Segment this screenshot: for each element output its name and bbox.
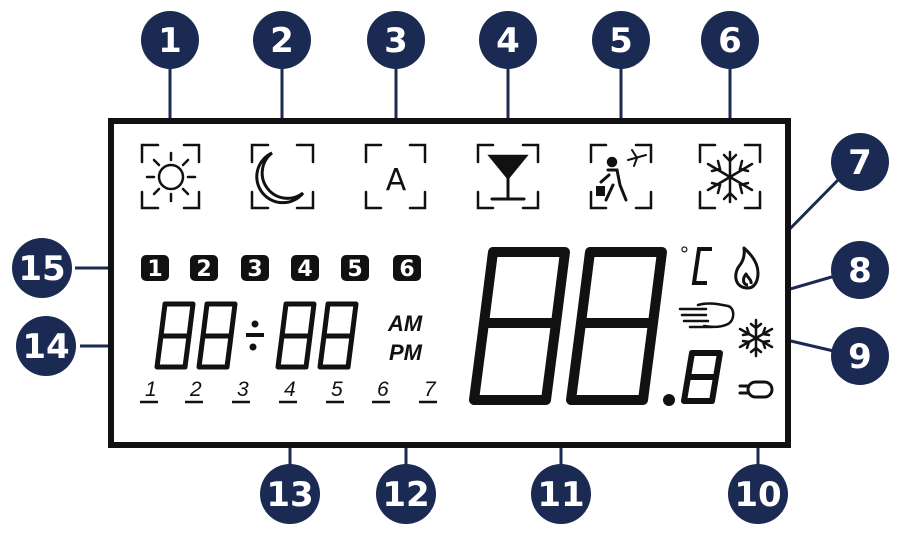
callout-number: 7 <box>848 143 872 183</box>
callout-5: 5 <box>592 11 650 69</box>
program-number: 4 <box>297 257 312 282</box>
callout-number: 4 <box>496 21 520 61</box>
program-box-2: 2 <box>190 255 218 282</box>
callout-number: 1 <box>158 21 182 61</box>
key-lock-icon <box>738 380 774 399</box>
day-number: 3 <box>237 378 249 401</box>
temperature-digit-tenths <box>681 350 723 404</box>
callout-4: 4 <box>479 11 537 69</box>
degree-celsius-indicator: ° <box>680 242 712 285</box>
callout-number: 15 <box>18 249 65 289</box>
callout-number: 12 <box>382 475 429 515</box>
callout-number: 5 <box>609 21 633 61</box>
callout-2: 2 <box>253 11 311 69</box>
auto-mode-icon: A <box>364 143 427 210</box>
day-number: 5 <box>331 378 343 401</box>
program-number: 3 <box>247 257 262 282</box>
day-number: 7 <box>424 378 437 401</box>
callout-circles: 1 2 3 4 5 6 7 8 <box>12 11 889 524</box>
pm-label: PM <box>389 340 423 365</box>
day-number-5: 5 <box>326 378 344 404</box>
clock-digit-3 <box>275 301 317 370</box>
traveler-airplane-icon <box>589 143 653 210</box>
clock-digits <box>154 301 359 370</box>
callout-8: 8 <box>831 241 889 299</box>
callout-number: 13 <box>266 475 313 515</box>
callout-10: 10 <box>728 464 788 524</box>
callout-6: 6 <box>701 11 759 69</box>
program-number: 2 <box>196 257 211 282</box>
callout-number: 9 <box>848 337 872 377</box>
program-box-1: 1 <box>141 255 169 282</box>
callout-number: 11 <box>537 475 584 515</box>
callout-3: 3 <box>367 11 425 69</box>
temperature-digit-1 <box>469 247 570 405</box>
callout-number: 10 <box>734 475 781 515</box>
moon-icon <box>250 143 315 210</box>
lcd-frame <box>108 118 791 448</box>
cocktail-glass-icon <box>476 143 540 210</box>
mode-icons-row: A <box>140 143 762 210</box>
callout-15: 15 <box>12 238 72 298</box>
program-number: 1 <box>147 257 162 282</box>
callout-number: 3 <box>384 21 408 61</box>
callout-number: 8 <box>848 251 872 291</box>
clock-colon <box>246 320 264 351</box>
flame-icon <box>734 246 760 290</box>
day-number: 4 <box>284 378 296 401</box>
day-number: 6 <box>377 378 389 401</box>
sun-icon <box>140 143 201 210</box>
temperature-decimal-point <box>663 394 675 406</box>
program-box-3: 3 <box>241 255 269 282</box>
day-number-row: 1 2 3 4 5 6 7 <box>140 378 437 404</box>
day-number-6: 6 <box>372 378 390 404</box>
callout-14: 14 <box>16 316 76 376</box>
program-number: 6 <box>399 257 414 282</box>
day-number: 2 <box>189 378 202 401</box>
clock-digit-4 <box>317 301 359 370</box>
day-number-1: 1 <box>140 378 158 404</box>
program-box-6: 6 <box>393 255 421 282</box>
clock-digit-1 <box>154 301 196 370</box>
day-number-4: 4 <box>279 378 297 404</box>
cooling-snowflake-icon <box>738 318 774 358</box>
am-label: AM <box>387 311 423 336</box>
temperature-digit-2 <box>566 247 667 405</box>
program-number-row: 1 2 3 4 5 6 <box>141 255 421 282</box>
callout-number: 6 <box>718 21 742 61</box>
callout-11: 11 <box>531 464 591 524</box>
am-pm-indicator: AM PM <box>387 311 423 365</box>
clock-digit-2 <box>196 301 238 370</box>
manual-hand-icon <box>678 302 735 329</box>
day-number-7: 7 <box>419 378 437 404</box>
celsius-segment-c <box>691 247 712 285</box>
day-number-2: 2 <box>185 378 203 404</box>
callout-number: 2 <box>270 21 294 61</box>
snowflake-icon <box>698 143 762 210</box>
callout-13: 13 <box>260 464 320 524</box>
day-number-3: 3 <box>232 378 250 404</box>
callout-7: 7 <box>831 133 889 191</box>
day-number: 1 <box>145 378 157 401</box>
program-box-5: 5 <box>341 255 369 282</box>
temperature-digits <box>469 247 723 406</box>
callout-9: 9 <box>831 327 889 385</box>
program-number: 5 <box>347 257 362 282</box>
callout-number: 14 <box>22 327 69 367</box>
auto-mode-letter: A <box>386 163 407 198</box>
degree-symbol: ° <box>680 242 689 267</box>
program-box-4: 4 <box>291 255 319 282</box>
callout-1: 1 <box>141 11 199 69</box>
callout-12: 12 <box>376 464 436 524</box>
